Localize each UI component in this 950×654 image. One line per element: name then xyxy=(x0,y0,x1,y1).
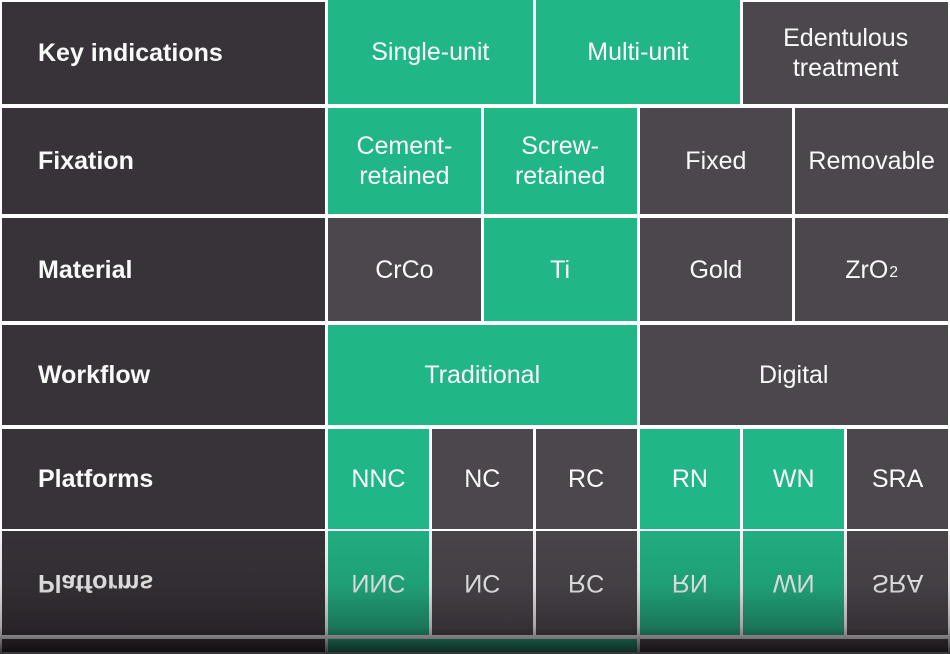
reflection-rc-text: RC xyxy=(568,569,605,597)
reflection-cell-nc: NC xyxy=(431,531,533,635)
reflection-cell-rc: RC xyxy=(535,531,637,635)
reflection-platforms-text: Platforms xyxy=(38,569,154,597)
cell-rn: RN xyxy=(639,429,741,529)
reflection-digital-sliver xyxy=(639,639,948,652)
reflection-cell-rn: RN xyxy=(639,531,741,635)
cell-nc: NC xyxy=(431,429,533,529)
row-label-fixation: Fixation xyxy=(2,108,325,214)
cell-zro2-formula: ZrO xyxy=(845,255,889,284)
cell-nnc: NNC xyxy=(328,429,429,529)
cell-sra: SRA xyxy=(847,429,948,529)
cell-single-unit: Single-unit xyxy=(328,0,533,104)
reflection-workflow-label-sliver xyxy=(2,639,325,652)
row-label-platforms: Platforms xyxy=(2,429,325,529)
reflection-rn-text: RN xyxy=(671,569,708,597)
cell-gold: Gold xyxy=(639,218,793,321)
reflection-cell-sra: SRA xyxy=(847,531,948,635)
reflection-cell-wn: WN xyxy=(743,531,845,635)
cell-ti: Ti xyxy=(483,218,637,321)
cell-multi-unit: Multi-unit xyxy=(535,0,741,104)
reflection-row-label-platforms: Platforms xyxy=(2,531,325,635)
cell-zro2-subscript: 2 xyxy=(889,263,898,281)
row-label-key-indications: Key indications xyxy=(2,2,325,104)
comparison-table: Key indications Single-unit Multi-unit E… xyxy=(2,0,948,529)
reflection-nnc-text: NNC xyxy=(351,569,406,597)
reflection-grid: Platforms NNC NC RC RN WN SRA xyxy=(0,531,950,652)
cell-screw-retained: Screw-retained xyxy=(483,108,637,214)
cell-cement-retained: Cement-retained xyxy=(328,108,481,214)
cell-digital: Digital xyxy=(639,325,948,425)
reflection-cell-nnc: NNC xyxy=(328,531,429,635)
cell-fixed: Fixed xyxy=(639,108,793,214)
reflection-sra-text: SRA xyxy=(871,569,924,597)
cell-edentulous-treatment: Edentulous treatment xyxy=(743,2,948,104)
table-reflection: Platforms NNC NC RC RN WN SRA xyxy=(0,531,950,654)
reflection-traditional-sliver xyxy=(328,639,637,652)
cell-removable: Removable xyxy=(795,108,948,214)
reflection-nc-text: NC xyxy=(464,569,501,597)
cell-crco: CrCo xyxy=(328,218,481,321)
cell-traditional: Traditional xyxy=(328,325,637,425)
row-label-material: Material xyxy=(2,218,325,321)
row-label-workflow: Workflow xyxy=(2,325,325,425)
cell-wn: WN xyxy=(743,429,845,529)
reflection-wn-text: WN xyxy=(772,569,815,597)
cell-rc: RC xyxy=(535,429,637,529)
